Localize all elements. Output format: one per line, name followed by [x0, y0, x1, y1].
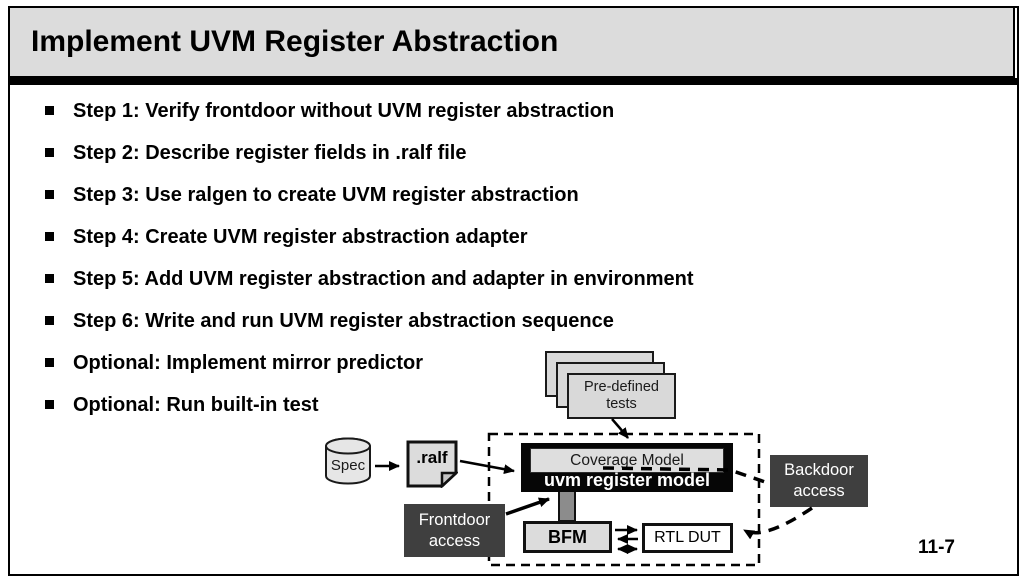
bullet-text: Step 2: Describe register fields in .ral…	[73, 142, 467, 164]
backdoor-access-label: Backdoor access	[784, 461, 854, 500]
frontdoor-access-label: Frontdoor access	[418, 510, 491, 550]
bullet-text: Step 3: Use ralgen to create UVM registe…	[73, 184, 579, 206]
title-divider	[8, 78, 1017, 85]
coverage-model-label: Coverage Model	[570, 451, 684, 469]
title-bar: Implement UVM Register Abstraction	[8, 6, 1015, 78]
pre-defined-tests-label: Pre-defined tests	[584, 379, 659, 412]
list-item: Step 3: Use ralgen to create UVM registe…	[45, 183, 985, 207]
list-item: Step 6: Write and run UVM register abstr…	[45, 309, 985, 333]
bullet-icon	[45, 400, 54, 409]
list-item: Step 5: Add UVM register abstraction and…	[45, 267, 985, 291]
spec-label: Spec	[330, 457, 366, 474]
list-item: Optional: Run built-in test	[45, 393, 985, 417]
bullet-icon	[45, 148, 54, 157]
pre-defined-tests-card: Pre-defined tests	[567, 373, 676, 419]
rtl-dut-label: RTL DUT	[654, 529, 721, 546]
list-item: Step 4: Create UVM register abstraction …	[45, 225, 985, 249]
bullet-text: Optional: Implement mirror predictor	[73, 352, 424, 374]
ralf-file-shape: .ralf	[406, 440, 460, 489]
bullet-text: Step 6: Write and run UVM register abstr…	[73, 310, 614, 332]
bullet-text: Step 1: Verify frontdoor without UVM reg…	[73, 100, 615, 122]
bullet-text: Optional: Run built-in test	[73, 394, 319, 416]
bullet-icon	[45, 232, 54, 241]
list-item: Step 1: Verify frontdoor without UVM reg…	[45, 99, 985, 123]
page-number: 11-7	[918, 537, 955, 558]
model-bfm-connector	[558, 492, 576, 522]
page-title: Implement UVM Register Abstraction	[31, 25, 559, 58]
bullet-icon	[45, 106, 54, 115]
bullet-icon	[45, 274, 54, 283]
ralf-label: .ralf	[416, 448, 448, 467]
bfm-box: BFM	[523, 521, 612, 553]
bullet-icon	[45, 316, 54, 325]
bullet-list: Step 1: Verify frontdoor without UVM reg…	[45, 99, 985, 435]
bullet-text: Step 5: Add UVM register abstraction and…	[73, 268, 694, 290]
frontdoor-access-box: Frontdoor access	[404, 504, 505, 557]
bfm-label: BFM	[548, 526, 587, 547]
bullet-icon	[45, 190, 54, 199]
bullet-text: Step 4: Create UVM register abstraction …	[73, 226, 528, 248]
bullet-icon	[45, 358, 54, 367]
spec-database-shape: Spec	[323, 436, 373, 486]
backdoor-access-box: Backdoor access	[770, 455, 868, 507]
uvm-register-model-box: Coverage Model uvm register model	[521, 443, 733, 492]
list-item: Optional: Implement mirror predictor	[45, 351, 985, 375]
list-item: Step 2: Describe register fields in .ral…	[45, 141, 985, 165]
database-icon	[325, 437, 371, 485]
uvm-register-model-label: uvm register model	[543, 470, 711, 490]
rtl-dut-box: RTL DUT	[642, 523, 733, 553]
file-icon	[406, 440, 460, 489]
